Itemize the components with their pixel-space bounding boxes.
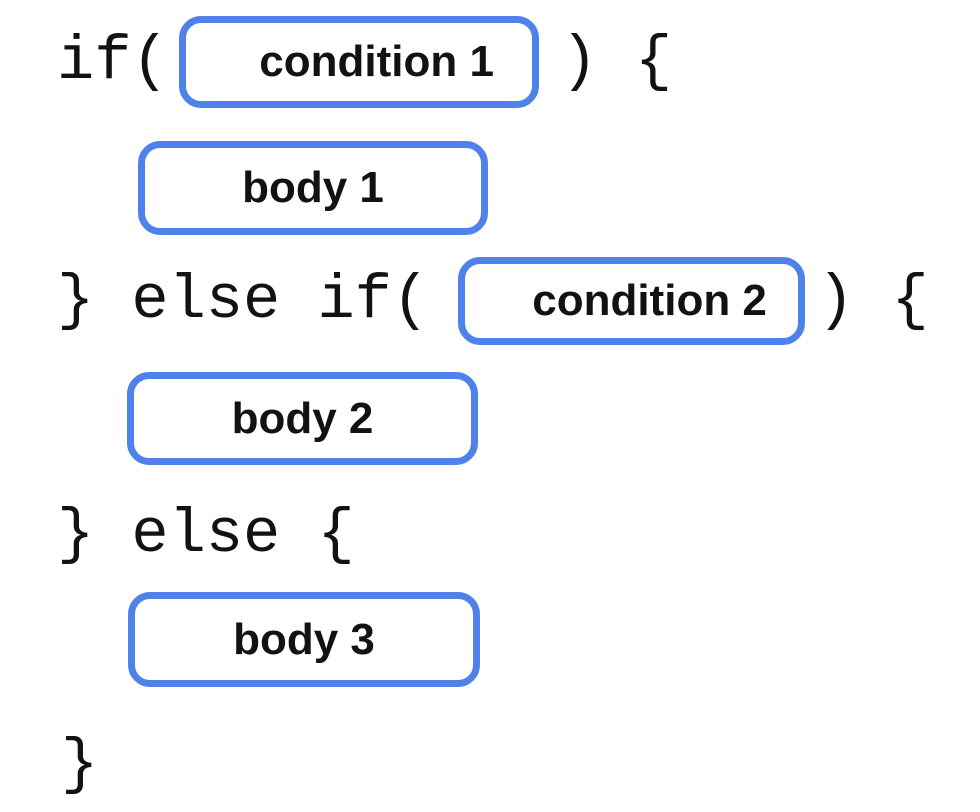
- body-2-label: body 2: [231, 393, 374, 443]
- body-3-box: body 3: [128, 592, 480, 688]
- body-3-line: body 3: [128, 592, 980, 688]
- condition-2-box: condition 2: [458, 257, 806, 345]
- body-2-box: body 2: [127, 372, 478, 465]
- body-1-box: body 1: [138, 141, 488, 235]
- code-closing-brace: }: [61, 729, 99, 801]
- body-1-line: body 1: [138, 141, 980, 235]
- code-else-if-suffix: ) {: [817, 265, 929, 337]
- body-3-label: body 3: [233, 614, 375, 664]
- code-if-prefix: if(: [57, 26, 169, 98]
- closing-brace-line: }: [61, 729, 980, 800]
- body-2-line: body 2: [127, 372, 980, 465]
- condition-2-label: condition 2: [532, 276, 767, 325]
- condition-1-label: condition 1: [259, 37, 494, 86]
- code-else-if-prefix: } else if(: [57, 265, 430, 337]
- if-line: if( condition 1 ) {: [57, 16, 980, 108]
- body-1-label: body 1: [242, 163, 384, 212]
- condition-1-box: condition 1: [178, 16, 539, 108]
- else-if-line: } else if( condition 2 ) {: [57, 257, 980, 345]
- else-line: } else {: [57, 499, 980, 570]
- code-if-suffix: ) {: [560, 26, 673, 98]
- code-else: } else {: [57, 499, 355, 570]
